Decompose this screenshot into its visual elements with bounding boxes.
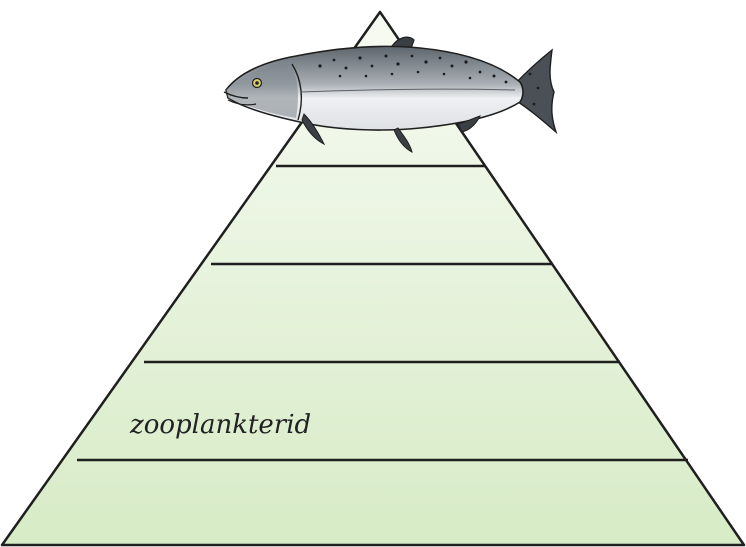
- tier-label-level-4: zooplankterid: [129, 410, 311, 440]
- pyramid-tier-labels: zooplankterid: [129, 410, 311, 440]
